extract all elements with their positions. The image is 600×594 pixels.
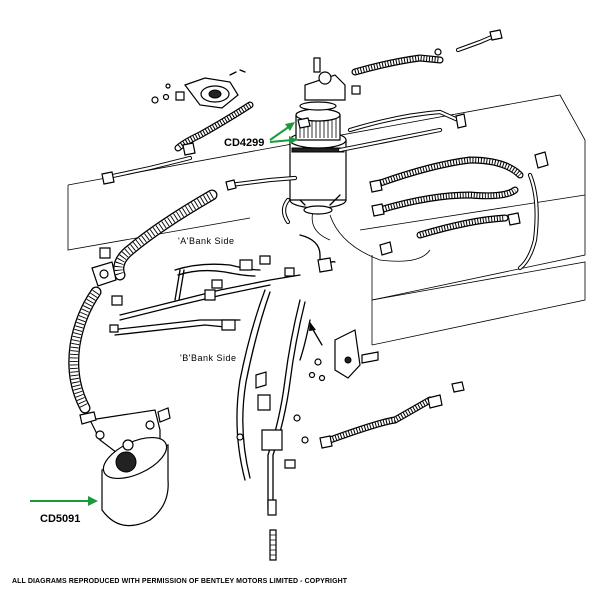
connectors-top-right (101, 29, 549, 449)
a-bank-side-label: 'A'Bank Side (178, 236, 234, 246)
callout-arrow-cd5091 (30, 496, 98, 506)
rubber-hoses (68, 189, 218, 414)
braided-hoses (174, 54, 524, 444)
central-pipe-assembly (236, 289, 311, 561)
copyright-notice: ALL DIAGRAMS REPRODUCED WITH PERMISSION … (12, 578, 348, 585)
engine-outline (67, 94, 586, 346)
fuel-pipes (105, 33, 539, 271)
callout-label-cd4299: CD4299 (224, 137, 264, 149)
filter-housing (289, 57, 361, 215)
mounting-bracket-top (151, 69, 246, 109)
bracket-right (308, 329, 379, 382)
fuel-filter-canister (79, 407, 171, 527)
bank-distribution-pipes (109, 234, 336, 336)
callout-label-cd5091: CD5091 (40, 513, 80, 525)
callout-arrow-cd4299 (269, 122, 298, 144)
b-bank-side-label: 'B'Bank Side (180, 353, 236, 363)
pointer-arrow-pipe (309, 322, 323, 346)
